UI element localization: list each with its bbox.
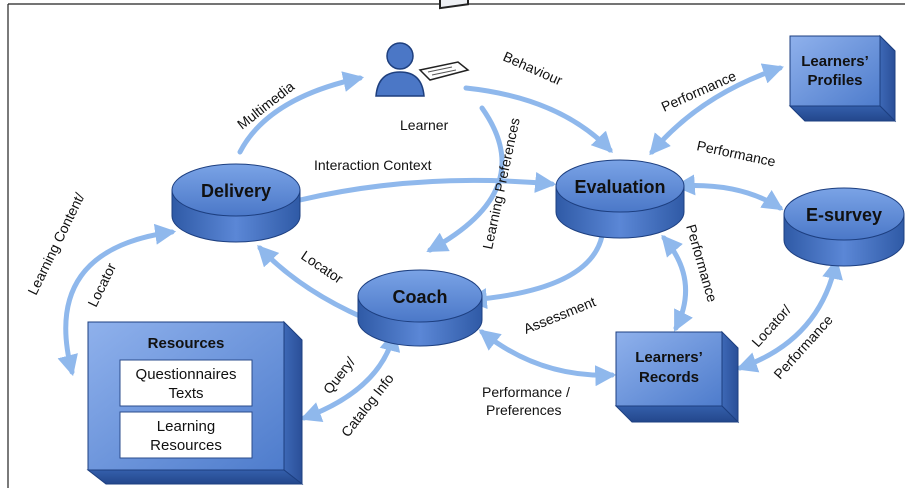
learner-icon xyxy=(375,0,470,97)
coach-node: Coach xyxy=(357,269,483,347)
arrow-esurvey-records xyxy=(736,257,843,373)
learning-resources-line2: Resources xyxy=(150,437,222,454)
arrow-delivery-resources xyxy=(57,223,177,377)
label-locator-coach: Locator xyxy=(298,247,346,287)
evaluation-title: Evaluation xyxy=(574,177,665,197)
arrow-locator-coach xyxy=(257,244,367,321)
label-perf-pref-line1: Performance / xyxy=(482,384,570,400)
esurvey-title: E-survey xyxy=(806,205,882,225)
questionnaires-panel xyxy=(119,359,253,407)
edges xyxy=(57,63,843,423)
coach-title: Coach xyxy=(392,287,447,307)
delivery-title: Delivery xyxy=(201,181,271,201)
resources-title: Resources xyxy=(148,335,225,352)
arrow-performance-profiles xyxy=(649,63,784,156)
resources-box: Resources Questionnaires Texts Learning … xyxy=(86,320,304,486)
label-behaviour: Behaviour xyxy=(501,48,565,88)
profiles-title-line1: Learners’ xyxy=(801,53,869,70)
esurvey-node: E-survey xyxy=(783,187,905,267)
learners-profiles-box: Learners’ Profiles xyxy=(788,34,897,123)
questionnaires-line2: Texts xyxy=(168,385,203,402)
learning-resources-panel xyxy=(119,411,253,459)
label-interaction-context: Interaction Context xyxy=(314,157,432,173)
arrow-performance-esurvey xyxy=(673,174,784,211)
arrow-coach-records xyxy=(478,329,617,387)
label-assessment: Assessment xyxy=(521,293,598,336)
profiles-title-line2: Profiles xyxy=(807,72,862,89)
arrow-multimedia xyxy=(237,71,365,155)
questionnaires-line1: Questionnaires xyxy=(136,366,237,383)
label-performance-records: Performance xyxy=(683,222,721,304)
label-performance-esurvey: Performance xyxy=(695,137,777,169)
records-title-line2: Records xyxy=(639,369,699,386)
delivery-node: Delivery xyxy=(171,163,301,243)
arrow-performance-records xyxy=(661,234,693,332)
arrow-behaviour xyxy=(463,85,613,154)
learning-resources-line1: Learning xyxy=(157,418,215,435)
label-perf-pref-line2: Preferences xyxy=(486,402,561,418)
learners-records-box: Learners’ Records xyxy=(614,330,740,424)
arrow-coach-resources xyxy=(300,329,401,423)
arrow-learning-preferences xyxy=(426,105,505,253)
learner-label: Learner xyxy=(400,117,449,133)
arrow-assessment xyxy=(465,233,605,310)
records-title-line1: Learners’ xyxy=(635,349,703,366)
evaluation-node: Evaluation xyxy=(555,159,685,239)
arrow-interaction-context xyxy=(297,172,557,203)
